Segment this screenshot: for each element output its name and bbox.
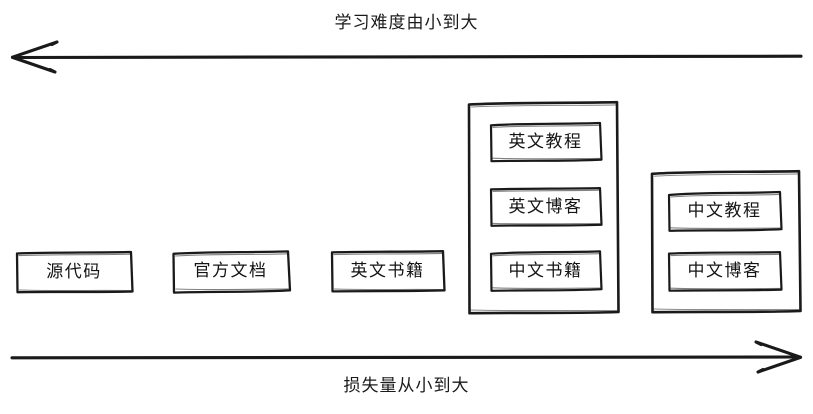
node-label-english-tutorial: 英文教程 — [508, 132, 583, 151]
top-axis-label: 学习难度由小到大 — [334, 13, 479, 32]
node-box-chinese-tutorial[interactable] — [667, 190, 783, 232]
bottom-axis-label: 损失量从小到大 — [343, 376, 470, 395]
node-box-english-books[interactable] — [330, 250, 446, 293]
node-label-english-blog: 英文博客 — [508, 197, 583, 216]
node-label-chinese-tutorial: 中文教程 — [687, 201, 762, 220]
node-box-english-blog[interactable] — [489, 187, 603, 227]
node-label-chinese-blog: 中文博客 — [687, 261, 762, 280]
node-box-official-docs[interactable] — [172, 250, 292, 294]
node-label-chinese-books: 中文书籍 — [508, 261, 583, 280]
node-box-english-tutorial[interactable] — [489, 121, 603, 163]
node-label-source-code: 源代码 — [46, 262, 102, 281]
node-box-source-code[interactable] — [15, 250, 134, 294]
node-box-chinese-books[interactable] — [489, 250, 603, 292]
node-label-official-docs: 官方文档 — [193, 261, 268, 280]
top-axis — [10, 40, 803, 74]
bottom-axis — [10, 340, 803, 374]
node-box-chinese-blog[interactable] — [667, 251, 783, 292]
node-label-english-books: 英文书籍 — [350, 261, 425, 280]
group-box-chinese-resources[interactable] — [650, 169, 802, 314]
group-box-english-resources[interactable] — [467, 100, 620, 315]
